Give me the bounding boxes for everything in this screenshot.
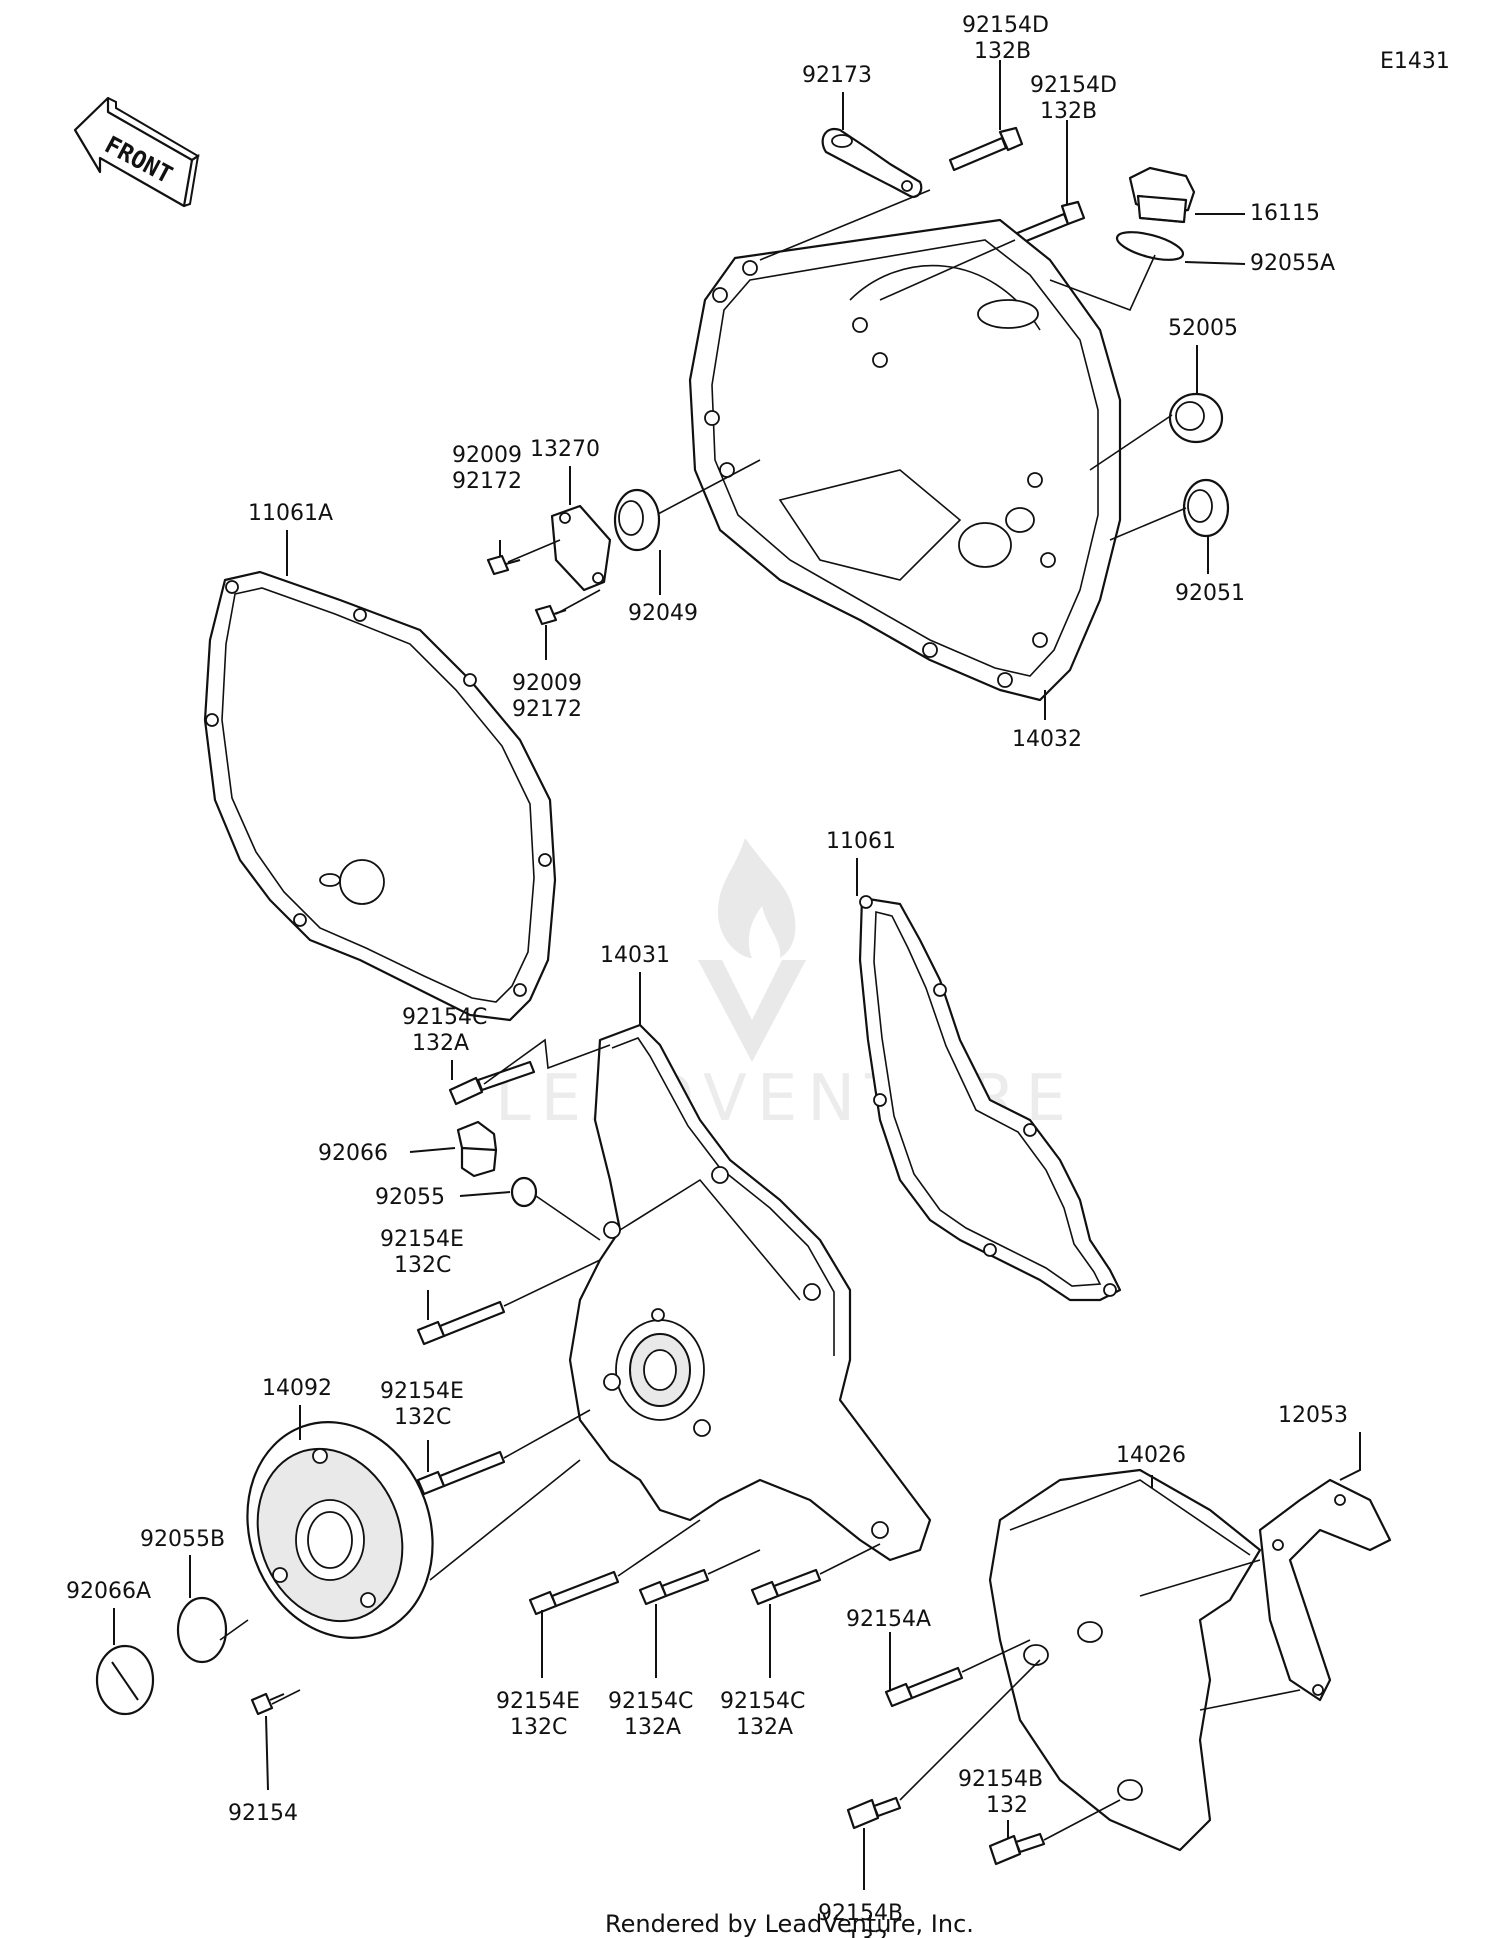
callout-92154E-b-2: 132C [394, 1405, 451, 1430]
callout-92009-b-1: 92009 [512, 671, 582, 696]
callout-92154C-a-2: 132A [412, 1031, 469, 1056]
part-92055A-oring [1115, 231, 1185, 261]
callout-92154: 92154 [228, 1801, 298, 1826]
callout-92154C-c-2: 132A [736, 1715, 793, 1740]
callout-14026: 14026 [1116, 1443, 1186, 1468]
part-92154A-bolt [884, 1666, 964, 1708]
callout-92154A: 92154A [846, 1607, 931, 1632]
part-92055-oring [510, 1176, 538, 1208]
callout-92154C-c-1: 92154C [720, 1689, 805, 1714]
part-11061-gasket [858, 895, 1122, 1302]
part-12053-bracket [1258, 1478, 1392, 1702]
callout-11061: 11061 [826, 829, 896, 854]
callout-92154D-top-2: 132B [974, 39, 1031, 64]
part-92055B-oring [176, 1596, 228, 1664]
part-92051-seal [1182, 478, 1230, 538]
part-92154E-bolt-b [416, 1450, 506, 1496]
part-92154C-bolt-b [638, 1568, 710, 1606]
callout-92154D-top-1: 92154D [962, 13, 1049, 38]
part-14092-cover [246, 1421, 434, 1639]
part-92154-screw [250, 1692, 285, 1716]
callout-92154E-c-2: 132C [510, 1715, 567, 1740]
callout-92049: 92049 [628, 601, 698, 626]
part-92154B-bolt-a [846, 1796, 902, 1830]
callout-13270: 13270 [530, 437, 600, 462]
part-14032-crankcase-cover [688, 218, 1122, 702]
callout-92055B: 92055B [140, 1527, 225, 1552]
part-92154C-bolt-c [750, 1568, 822, 1606]
callout-92055A: 92055A [1250, 251, 1335, 276]
callout-14031: 14031 [600, 943, 670, 968]
callout-labels: 92154D 132B 92173 92154D 132B 16115 9205… [66, 13, 1348, 1938]
part-92049-seal [613, 488, 661, 552]
part-92154C-bolt-a [448, 1060, 536, 1106]
callout-92055: 92055 [375, 1185, 445, 1210]
part-92173-clamp [821, 127, 923, 198]
callout-92154C-b-1: 92154C [608, 1689, 693, 1714]
callout-12053: 12053 [1278, 1403, 1348, 1428]
part-13270-plate [550, 504, 612, 592]
leader-lines [113, 60, 1361, 1890]
part-52005-seal [1168, 392, 1224, 444]
callout-92154D-2-2: 132B [1040, 99, 1097, 124]
callout-92154B-a-2: 132 [846, 1927, 888, 1938]
callout-92154C-a-1: 92154C [402, 1005, 487, 1030]
callout-92066: 92066 [318, 1141, 388, 1166]
callout-14032: 14032 [1012, 727, 1082, 752]
callout-92154B-b-2: 132 [986, 1793, 1028, 1818]
callout-11061A: 11061A [248, 501, 333, 526]
callout-92154E-c-1: 92154E [496, 1689, 580, 1714]
callout-92154B-b-1: 92154B [958, 1767, 1043, 1792]
callout-92009-b-2: 92172 [512, 697, 582, 722]
part-92154D-bolt-1 [948, 126, 1024, 172]
part-92154E-bolt-a [416, 1300, 506, 1346]
part-92154B-bolt-b [988, 1832, 1046, 1866]
diagram-code: E1431 [1380, 49, 1450, 74]
callout-92173: 92173 [802, 63, 872, 88]
part-92009-screw-b [534, 604, 567, 626]
part-92009-screw-a [486, 554, 521, 576]
front-arrow-icon: FRONT [73, 96, 200, 208]
callout-92009-a-2: 92172 [452, 469, 522, 494]
callout-92154C-b-2: 132A [624, 1715, 681, 1740]
part-16115-oil-cap [1128, 166, 1196, 224]
watermark: LEADVENTURE [495, 838, 1066, 1136]
part-92066-plug [456, 1120, 498, 1178]
part-14031-generator-cover [568, 1023, 932, 1562]
callout-52005: 52005 [1168, 316, 1238, 341]
part-14026-sprocket-cover [988, 1468, 1262, 1852]
callout-92066A: 92066A [66, 1579, 151, 1604]
callout-92154E-b-1: 92154E [380, 1379, 464, 1404]
callout-92154E-a-2: 132C [394, 1253, 451, 1278]
part-92154D-bolt-2 [1008, 200, 1086, 248]
callout-92154D-2-1: 92154D [1030, 73, 1117, 98]
callout-16115: 16115 [1250, 201, 1320, 226]
callout-92009-a-1: 92009 [452, 443, 522, 468]
part-11061A-gasket [203, 570, 557, 1022]
callout-92051: 92051 [1175, 581, 1245, 606]
callout-14092: 14092 [262, 1376, 332, 1401]
footer-credit: Rendered by LeadVenture, Inc. [605, 1910, 974, 1938]
callout-92154B-a-1: 92154B [818, 1901, 903, 1926]
part-92154E-bolt-c [528, 1570, 620, 1616]
callout-92154E-a-1: 92154E [380, 1227, 464, 1252]
part-92066A-cap [95, 1644, 155, 1716]
